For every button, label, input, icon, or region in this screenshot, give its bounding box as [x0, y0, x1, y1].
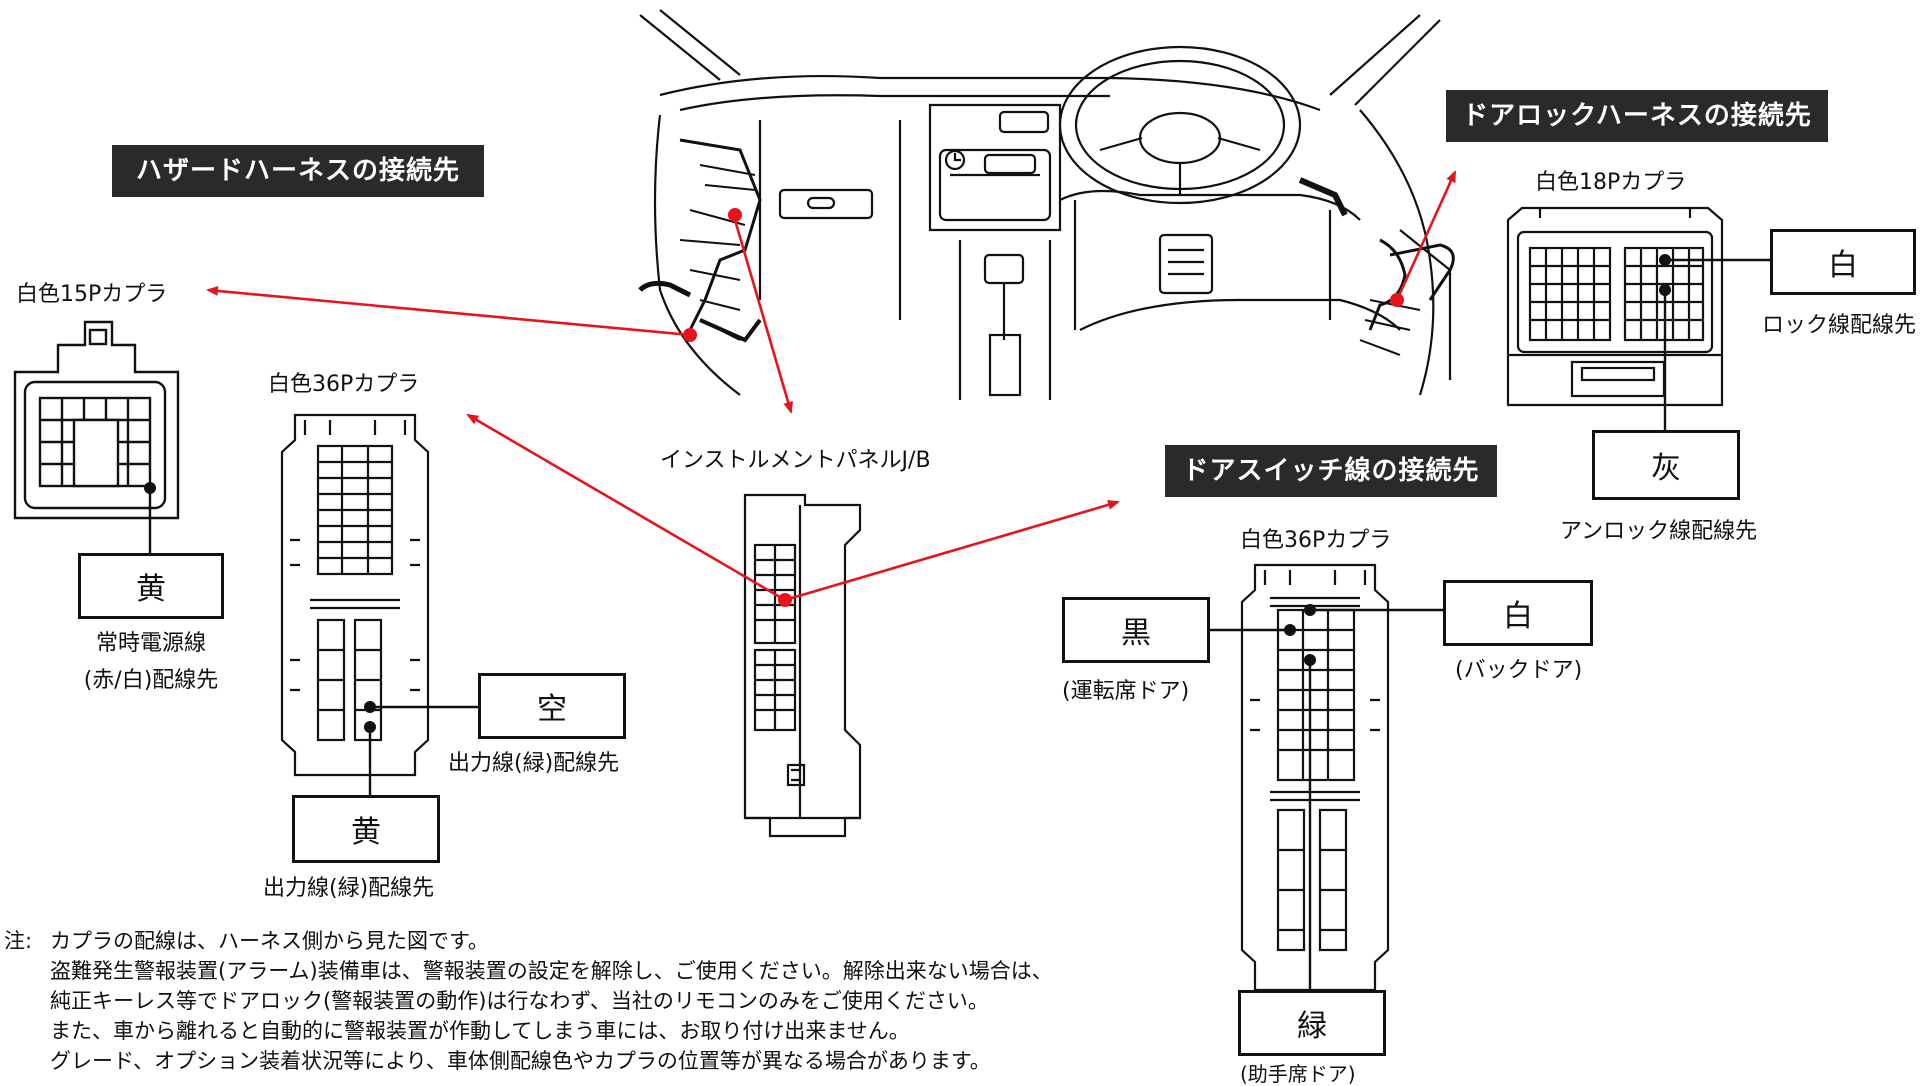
note-prefix: 注: — [4, 929, 33, 953]
caption-constant-power-2: (赤/白)配線先 — [83, 668, 219, 693]
wire-box-black-driver: 黒 — [1062, 597, 1210, 663]
caption-back-door: (バックドア) — [1455, 658, 1583, 683]
caption-lock-line: ロック線配線先 — [1762, 313, 1917, 338]
caption-passenger-door: (助手席ドア) — [1240, 1062, 1356, 1086]
red-arrows — [206, 170, 1457, 602]
note-line-5: グレード、オプション装着状況等により、車体側配線色やカプラの位置等が異なる場合が… — [50, 1049, 991, 1073]
label-connector-36p-right: 白色36Pカプラ — [1240, 528, 1392, 553]
label-connector-15p: 白色15Pカプラ — [16, 282, 168, 307]
connector-36p-right-drawing — [1240, 563, 1390, 992]
junction-block-drawing — [743, 493, 862, 838]
wire-box-yellow-constant: 黄 — [78, 553, 224, 619]
label-junction-block: インストルメントパネルJ/B — [660, 448, 931, 473]
connection-dots — [144, 254, 1671, 733]
label-connector-18p: 白色18Pカプラ — [1535, 170, 1687, 195]
dashboard-illustration — [638, 9, 1455, 400]
note-line-3: 純正キーレス等でドアロック(警報装置の動作)は行なわず、当社のリモコンのみをご使… — [50, 989, 989, 1013]
note-line-2: 盗難発生警報装置(アラーム)装備車は、警報装置の設定を解除し、ご使用ください。解… — [50, 959, 1053, 983]
title-hazard-harness: ハザードハーネスの接続先 — [112, 145, 484, 197]
wire-box-white-back: 白 — [1443, 580, 1593, 646]
note-line-1: カプラの配線は、ハーネス側から見た図です。 — [50, 929, 489, 953]
wire-box-gray-unlock: 灰 — [1592, 430, 1740, 500]
wire-box-green-passenger: 緑 — [1238, 990, 1386, 1056]
connector-36p-left-drawing — [280, 413, 430, 777]
wire-box-yellow-output: 黄 — [292, 795, 440, 863]
caption-driver-door: (運転席ドア) — [1062, 679, 1190, 704]
connector-18p-drawing — [1506, 206, 1724, 407]
caption-output-green-2: 出力線(緑)配線先 — [263, 876, 435, 901]
wire-box-white-lock: 白 — [1770, 229, 1916, 295]
caption-constant-power-1: 常時電源線 — [95, 631, 206, 656]
title-doorswitch-line: ドアスイッチ線の接続先 — [1165, 445, 1497, 497]
red-dots — [683, 208, 1404, 607]
label-connector-36p-left: 白色36Pカプラ — [268, 372, 420, 397]
note-line-4: また、車から離れると自動的に警報装置が作動してしまう車には、お取り付け出来ません… — [50, 1019, 910, 1043]
wire-box-sky-output: 空 — [478, 673, 626, 739]
leader-lines — [148, 258, 1770, 990]
caption-unlock-line: アンロック線配線先 — [1560, 519, 1758, 544]
caption-output-green-1: 出力線(緑)配線先 — [448, 751, 620, 776]
title-doorlock-harness: ドアロックハーネスの接続先 — [1446, 90, 1828, 142]
connector-15p-drawing — [13, 320, 180, 520]
